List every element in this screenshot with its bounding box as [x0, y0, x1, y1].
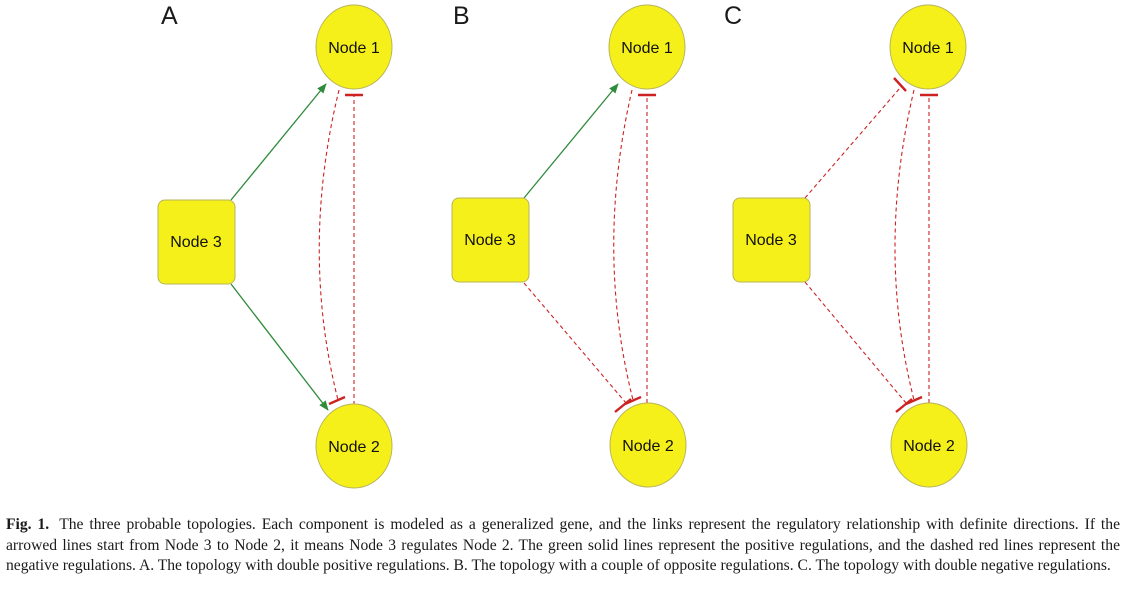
node-2-c: [890, 402, 968, 488]
node-3-label-c: Node 3: [745, 232, 797, 249]
panel-label-b: B: [453, 2, 470, 30]
edge-node3-to-node1-b: [523, 83, 619, 199]
panel-a: A Node 1 Node 2 Node 3: [157, 2, 393, 489]
inhibit-bar-node2-from-node3-c: [895, 398, 913, 413]
node-1-label-a: Node 1: [328, 40, 380, 57]
node-1-c: [889, 4, 967, 90]
node-2-a: [315, 403, 393, 489]
node-2-label-b: Node 2: [622, 438, 674, 455]
panel-c: C Node 1 Node 2 Node 3: [724, 2, 968, 488]
node-1-label-c: Node 1: [902, 40, 954, 57]
node-3-b: [451, 197, 530, 283]
inhibit-bar-node1-from-node3-c: [893, 77, 907, 92]
node-3-a: [157, 199, 236, 285]
node-1-b: [608, 4, 686, 90]
edge-node1-to-node2-c: [894, 89, 915, 401]
edge-node3-to-node2-b: [523, 282, 627, 404]
node-1-label-b: Node 1: [621, 40, 673, 57]
node-1-a: [315, 4, 393, 90]
panel-b: B Node 1 Node 2 Node 3: [451, 2, 687, 488]
node-2-label-a: Node 2: [328, 439, 380, 456]
edge-node3-to-node1-a: [230, 83, 327, 201]
edge-node1-to-node2-a: [318, 89, 340, 401]
inhibit-bar-node2-b: [624, 395, 642, 406]
figure-caption: Fig. 1.The three probable topologies. Ea…: [6, 515, 1120, 577]
edge-node3-to-node2-a: [230, 283, 329, 411]
topology-figure: A Node 1 Node 2 Node 3 B Node 1 Node 2 N…: [157, 2, 968, 489]
edge-node3-to-node1-c: [804, 87, 901, 199]
panel-label-a: A: [161, 2, 178, 30]
node-3-label-a: Node 3: [170, 234, 222, 251]
node-3-c: [732, 197, 811, 283]
node-2-b: [609, 402, 687, 488]
inhibit-bar-node2-a: [328, 395, 346, 406]
node-2-label-c: Node 2: [903, 438, 955, 455]
node-3-label-b: Node 3: [464, 232, 516, 249]
inhibit-bar-node2-from-node3-b: [614, 398, 632, 413]
figure-caption-text: The three probable topologies. Each comp…: [6, 516, 1120, 574]
panel-label-c: C: [724, 2, 742, 30]
inhibit-bar-node2-c: [905, 395, 923, 406]
edge-node1-to-node2-b: [613, 89, 634, 401]
edge-node3-to-node2-c: [804, 281, 907, 404]
figure-caption-label: Fig. 1.: [6, 516, 50, 533]
